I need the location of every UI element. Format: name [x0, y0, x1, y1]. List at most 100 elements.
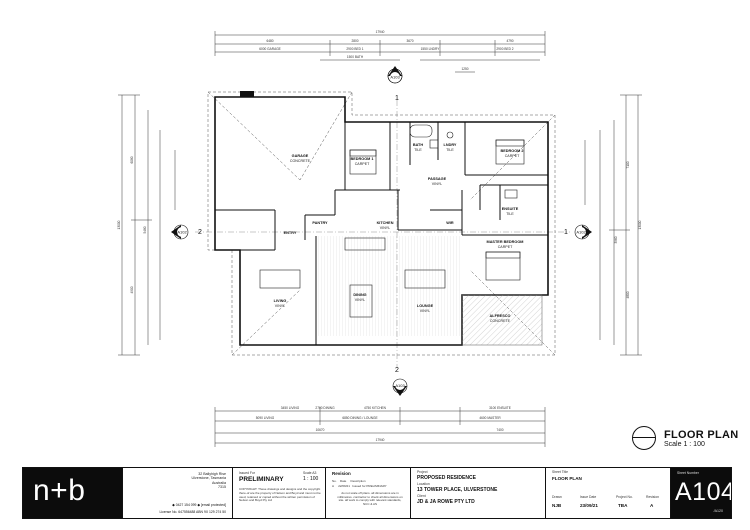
dim-top-4: 4790 [506, 39, 513, 43]
room-finish-dining: VINYL [355, 298, 365, 302]
project-no-label: Project No. [616, 495, 633, 499]
dim-top-bed1: 2900 BED 1 [346, 47, 363, 51]
issued-for-label: Issued For [239, 471, 256, 475]
room-finish-alfresco: CONCRETE [490, 319, 511, 323]
section-callout-right: A102 [574, 224, 592, 240]
room-label-wir: WIR [446, 221, 454, 225]
dim-top-bed2: 2900 BED 2 [496, 47, 513, 51]
sheet-number-value: A104 [675, 478, 731, 506]
dim-bottom-living2: 5090 LIVING [256, 416, 275, 420]
dim-bottom-master: 4600 MASTER [479, 416, 501, 420]
rev-col-no: No. [332, 479, 337, 483]
room-label-master: MASTER BEDROOM [487, 240, 524, 244]
revision-label: Revision [332, 471, 351, 476]
room-finish-ensuite: TILE [506, 212, 514, 216]
room-label-pantry: PANTRY [312, 221, 328, 225]
sheet-number-panel: Sheet Number A104 /A120 [671, 468, 731, 518]
project-no-value: TBA [618, 503, 628, 508]
room-finish-lounge: VINYL [420, 309, 430, 313]
dim-bottom-10670: 10670 [316, 428, 325, 432]
drawn-label: Drawn [552, 495, 562, 499]
issue-date-label: Issue Date [580, 495, 597, 499]
section-callout-top: A103 [387, 66, 403, 84]
dim-left-overall: 13000 [117, 220, 121, 229]
sheet-number-sub: /A120 [713, 509, 723, 513]
room-finish-bedroom1: CARPET [355, 162, 370, 166]
room-label-passage: PASSAGE [428, 177, 447, 181]
sheet-title-label: Sheet Title [552, 470, 569, 474]
room-finish-bedroom2: CARPET [505, 154, 520, 158]
furniture [259, 124, 525, 318]
dim-top-2: 2800 [351, 39, 358, 43]
project-label: Project [417, 470, 428, 474]
firm-address: 32 Ballyhigh Rise Ulverstone, Tasmania A… [191, 472, 227, 490]
location-label: Location [417, 482, 430, 486]
svg-text:A102: A102 [576, 230, 586, 235]
revision-note: do not scale off plans. all dimensions a… [337, 491, 403, 506]
dim-top-lndry: 1550 LNDRY [421, 47, 441, 51]
rev-col-desc: Description [350, 479, 366, 483]
svg-text:A103: A103 [395, 383, 405, 388]
location-value: 13 TOWER PLACE, ULVERSTONE [417, 487, 498, 493]
dim-right-3: 3960 [614, 236, 618, 243]
firm-license: License No. 647556488 ABN 9X 129 274 50 [159, 510, 226, 514]
section-callout-left: A102 [171, 224, 189, 240]
drawn-value: NJB [552, 503, 562, 508]
client-label: Client [417, 494, 426, 498]
dim-left-3: 5480 [143, 226, 147, 233]
scale-value: 1 : 100 [303, 476, 319, 482]
room-label-garage: GARAGE [292, 154, 309, 158]
revision-row: A 22/09/21 Issued for PRELIMINARY [332, 484, 387, 488]
top-dimension-strings [214, 31, 546, 73]
dim-bottom-dinlounge: 6850 DINING / LOUNGE [342, 416, 377, 420]
grid-marker-left: 2 [198, 229, 202, 236]
roof-outline [207, 91, 556, 356]
room-label-bath: BATH [413, 143, 424, 147]
dim-top-overall: 17940 [376, 30, 385, 34]
bottom-dimension-strings [214, 407, 546, 447]
dim-top-misc: 1250 [461, 67, 468, 71]
dim-left-1: 6080 [130, 156, 134, 163]
rev-desc: Issued for PRELIMINARY [352, 484, 387, 488]
dim-top-bath: 1500 BATH [347, 55, 364, 59]
dim-top-1: 6480 [266, 39, 273, 43]
room-label-lounge: LOUNGE [417, 304, 434, 308]
issued-for-panel: Issued For Scale A3 PRELIMINARY 1 : 100 … [233, 468, 326, 518]
issue-date-value: 23/09/21 [580, 503, 598, 508]
dim-bottom-ensuite: 3100 ENSUITE [489, 406, 511, 410]
room-finish-lndry: TILE [446, 148, 454, 152]
room-label-kitchen: KITCHEN [377, 221, 394, 225]
grid-marker-top: 1 [395, 95, 399, 102]
room-finish-living: VINYL [275, 304, 285, 308]
logo-panel: n+b [23, 468, 123, 518]
dim-bottom-dining: 2700 DINING [315, 406, 335, 410]
firm-details: 32 Ballyhigh Rise Ulverstone, Tasmania A… [123, 468, 233, 518]
dim-bottom-7400: 7400 [496, 428, 503, 432]
plan-title-symbol [632, 426, 656, 450]
sheet-number-label: Sheet Number [677, 471, 699, 475]
room-label-dining: DINING [353, 293, 366, 297]
room-finish-master: CARPET [498, 245, 513, 249]
client-value: JD & JA ROWE PTY LTD [417, 499, 475, 505]
floor-plan-drawing: 17940 6480 2800 3670 4790 6000 GARAGE 29… [117, 30, 642, 447]
room-finish-garage: CONCRETE [290, 159, 311, 163]
revision-header-row: No. Date Description [332, 479, 366, 483]
left-dimension-strings [118, 94, 176, 356]
room-label-alfresco: ALFRESCO [490, 314, 511, 318]
plan-title-scale: Scale 1 : 100 [664, 441, 705, 448]
dim-right-1: 7100 [626, 161, 630, 168]
rev-date: 22/09/21 [338, 484, 350, 488]
right-dimension-strings [584, 94, 642, 356]
room-label-ensuite: ENSUITE [502, 207, 519, 211]
room-label-entry: ENTRY [284, 231, 297, 235]
dim-bottom-living: 3450 LIVING [281, 406, 300, 410]
garage-storage-marker [240, 91, 254, 97]
dim-bottom-kitchen: 4750 KITCHEN [364, 406, 387, 410]
firm-contact: ◆ 0427 154 099 ◆ [email protected] [172, 503, 226, 507]
dim-top-garage: 6000 GARAGE [259, 47, 281, 51]
revision-panel: Revision No. Date Description A 22/09/21… [326, 468, 411, 518]
living-floor-finish [316, 236, 462, 336]
svg-text:A102: A102 [177, 230, 187, 235]
sheet-panel: Sheet Title FLOOR PLAN Drawn NJB Issue D… [546, 468, 671, 518]
alfresco [461, 294, 543, 346]
